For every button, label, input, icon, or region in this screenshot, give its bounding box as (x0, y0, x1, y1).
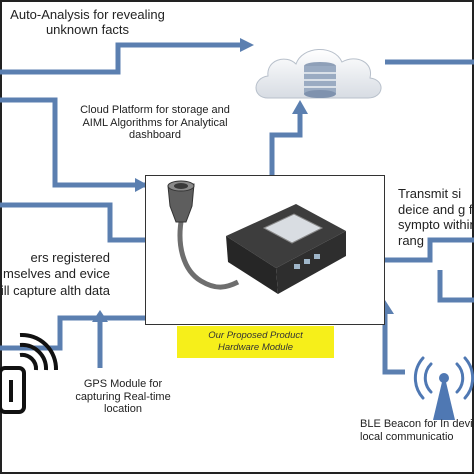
hardware-module-box (145, 175, 385, 325)
gps-module-label: GPS Module for capturing Real-time locat… (75, 378, 171, 416)
hardware-module-label: Our Proposed Product Hardware Module (177, 326, 334, 358)
arrow-gps (92, 310, 108, 322)
cloud-platform-label: Cloud Platform for storage and AIML Algo… (80, 104, 230, 142)
connector-center-up (269, 112, 303, 175)
arrow-top (240, 38, 254, 52)
users-label: ers registered mselves and evice will ca… (0, 250, 110, 298)
connector-ble (382, 310, 405, 375)
ble-beacon-label: BLE Beacon for In device local communica… (360, 418, 474, 443)
cloud-database-icon (255, 49, 382, 99)
arrow-cloud (292, 100, 308, 114)
wireless-signal-icon (413, 356, 474, 420)
auto-analysis-label: Auto-Analysis for revealing unknown fact… (10, 7, 165, 37)
connector-left-mid (0, 202, 145, 243)
connector-top (0, 42, 245, 75)
transmit-label: Transmit si deice and g for sympto withi… (398, 186, 474, 248)
hardware-label-line2: Hardware Module (218, 342, 293, 353)
connector-right-mid (385, 237, 474, 263)
connector-left-upper (0, 97, 145, 188)
hardware-device-icon (167, 180, 346, 294)
connector-right-lower (437, 270, 474, 303)
arrow-hardware-left (135, 178, 148, 192)
gps-signal-icon (0, 332, 59, 414)
hardware-label-line1: Our Proposed Product (208, 330, 303, 342)
